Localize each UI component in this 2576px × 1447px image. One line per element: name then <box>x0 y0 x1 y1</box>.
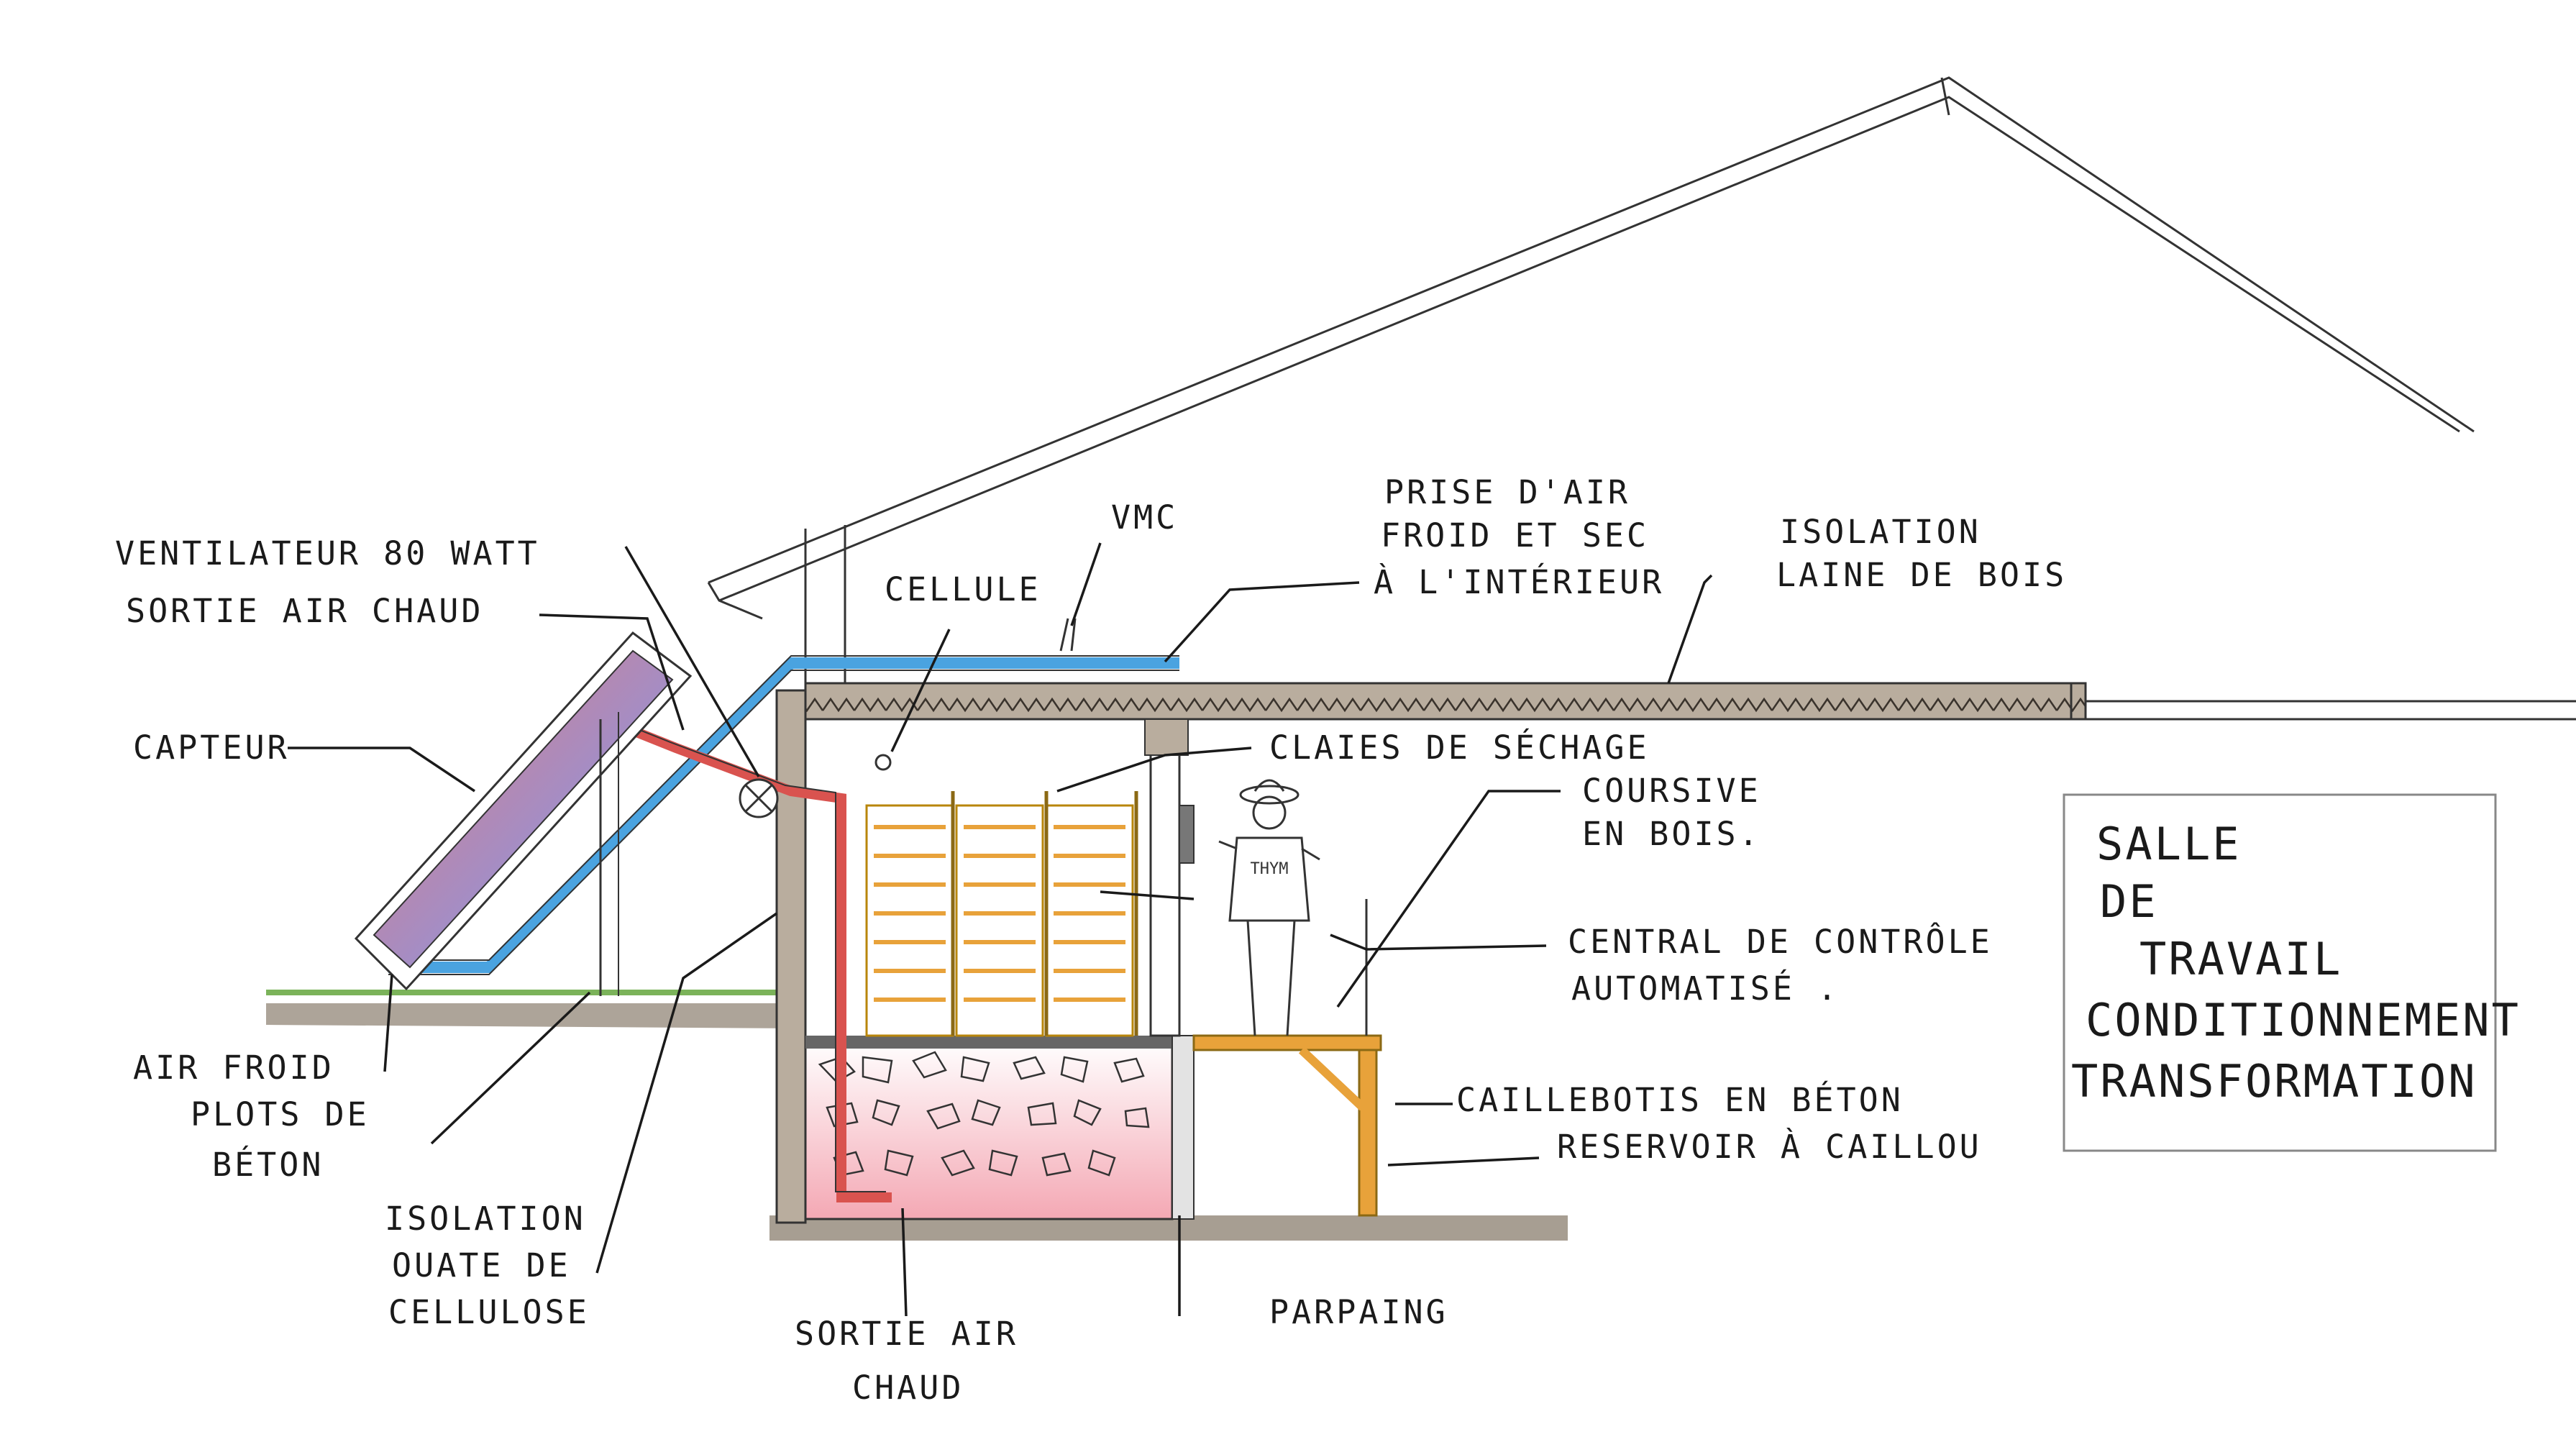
label-air-froid: AIR FROID <box>133 1049 334 1087</box>
cold-air-duct <box>388 657 1179 973</box>
room-line-4: CONDITIONNEMENT <box>2086 994 2521 1046</box>
room-label-box: SALLE DE TRAVAIL CONDITIONNEMENT TRANSFO… <box>2063 793 2521 1152</box>
label-central-1: CENTRAL DE CONTRÔLE <box>1568 923 1993 961</box>
label-prise-air-1: PRISE D'AIR <box>1384 473 1630 511</box>
drying-racks <box>865 791 1138 1037</box>
hot-air-duct <box>624 723 892 1202</box>
label-isolation-ouate-1: ISOLATION <box>385 1200 586 1238</box>
room-line-1: SALLE <box>2096 818 2242 870</box>
room-line-2: DE <box>2100 875 2158 928</box>
central-control <box>1179 805 1195 864</box>
label-caillebotis: CAILLEBOTIS EN BÉTON <box>1456 1081 1904 1119</box>
building-walls <box>775 682 2576 1224</box>
label-coursive-2: EN BOIS. <box>1582 815 1761 853</box>
room-line-5: TRANSFORMATION <box>2071 1055 2477 1108</box>
label-plots-2: BÉTON <box>212 1146 324 1184</box>
pebbles <box>818 1051 1150 1177</box>
thym-label: THYM <box>1251 860 1289 878</box>
label-isolation-laine-2: LAINE DE BOIS <box>1776 556 2067 594</box>
label-prise-air-3: À L'INTÉRIEUR <box>1374 563 1664 601</box>
cellule-sensor <box>874 754 892 771</box>
label-isolation-laine-1: ISOLATION <box>1780 513 1981 551</box>
label-vmc: VMC <box>1111 498 1178 537</box>
label-leaders <box>288 542 1713 1317</box>
fan <box>739 778 779 818</box>
label-prise-air-2: FROID ET SEC <box>1381 516 1649 554</box>
label-isolation-ouate-2: OUATE DE <box>392 1246 571 1284</box>
label-capteur: CAPTEUR <box>133 729 290 767</box>
air-ducts <box>388 655 1179 1202</box>
person-figure: THYM <box>1218 779 1320 1036</box>
label-plots-1: PLOTS DE <box>191 1095 370 1133</box>
ground <box>266 990 1568 1241</box>
label-sortie-air-chaud-bottom-1: SORTIE AIR <box>795 1315 1018 1353</box>
label-coursive-1: COURSIVE <box>1582 772 1761 810</box>
label-ventilateur: VENTILATEUR 80 WATT <box>115 534 540 572</box>
label-parpaing: PARPAING <box>1269 1293 1448 1331</box>
control-box <box>1144 718 1189 756</box>
label-sortie-air-chaud-bottom-2: CHAUD <box>852 1369 964 1407</box>
label-isolation-ouate-3: CELLULOSE <box>388 1293 590 1331</box>
label-central-2: AUTOMATISÉ . <box>1571 969 1840 1008</box>
label-cellule: CELLULE <box>885 570 1041 608</box>
label-sortie-air-chaud-top: SORTIE AIR CHAUD <box>126 592 483 630</box>
wooden-walkway <box>1192 899 1382 1217</box>
vmc-vent <box>1059 618 1077 652</box>
solar-collector <box>354 631 693 996</box>
post <box>1149 718 1181 1037</box>
roof <box>707 76 2475 690</box>
label-reservoir: RESERVOIR À CAILLOU <box>1557 1128 1982 1166</box>
label-claies: CLAIES DE SÉCHAGE <box>1269 729 1650 767</box>
room-line-3: TRAVAIL <box>2139 933 2342 985</box>
labels: VENTILATEUR 80 WATT SORTIE AIR CHAUD CAP… <box>115 473 2067 1407</box>
pebble-reservoir <box>804 1038 1174 1220</box>
